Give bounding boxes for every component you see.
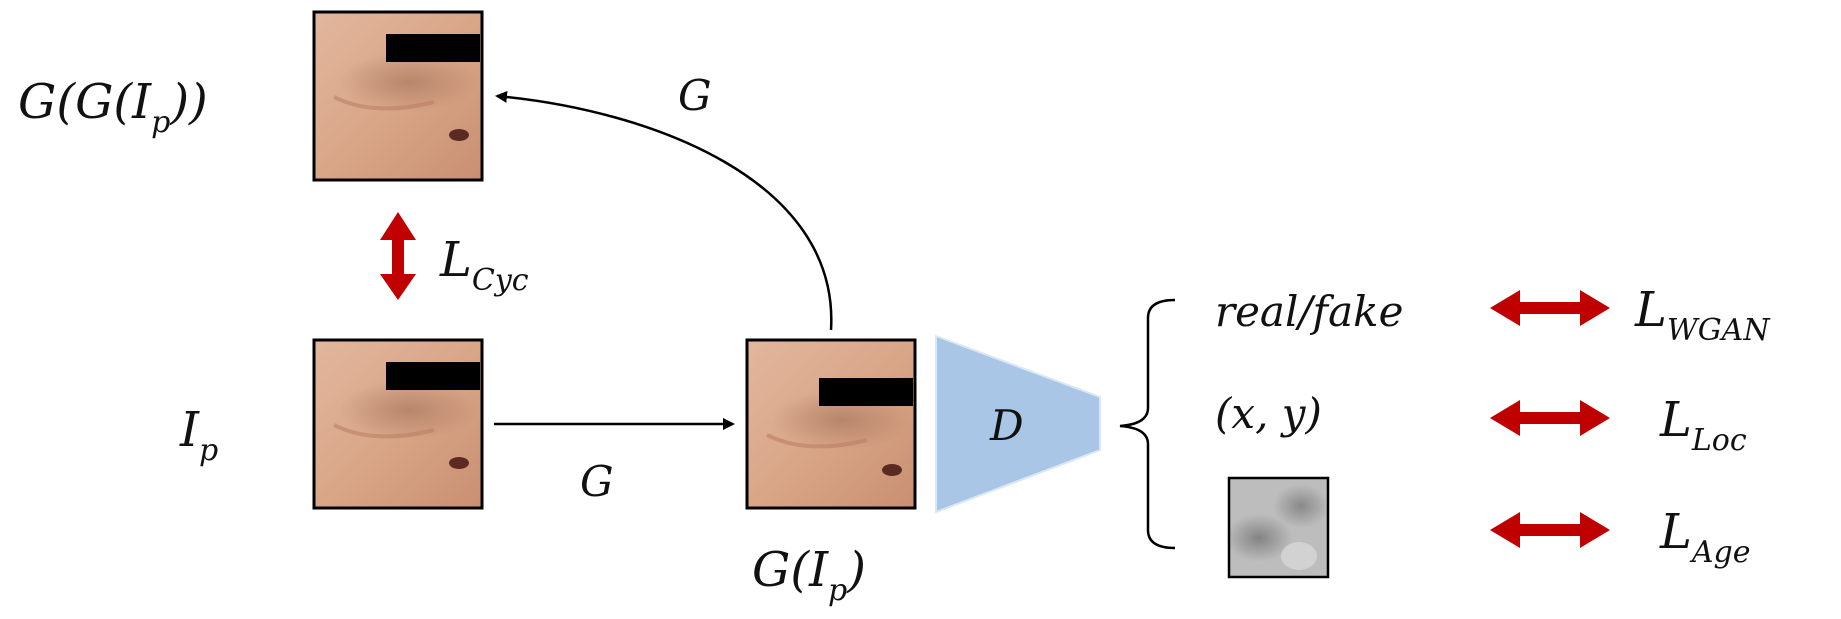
- censor-bar: [386, 34, 480, 62]
- discriminator-label: D: [989, 401, 1024, 450]
- censor-bar: [386, 362, 480, 390]
- cycle-face-image: [312, 10, 484, 182]
- forward-generator-label: G: [580, 457, 614, 506]
- wgan-loss-arrow: [1490, 290, 1610, 326]
- generated-image-label: G(Ip): [752, 542, 866, 608]
- cycle-image-label: G(G(Ip)): [18, 74, 208, 140]
- cycle-generator-label: G: [678, 71, 712, 120]
- censor-bar: [819, 378, 913, 406]
- loc-loss-arrow: [1490, 400, 1610, 436]
- cycle-loss-label: LCyc: [439, 232, 529, 298]
- wgan-loss-label: LWGAN: [1634, 282, 1771, 348]
- input-face-image: [312, 338, 484, 510]
- generated-face-image: [745, 338, 917, 510]
- loc-loss-label: LLoc: [1659, 392, 1747, 458]
- realfake-output-label: real/fake: [1215, 287, 1403, 336]
- input-image-label: Ip: [179, 402, 218, 468]
- age-loss-arrow: [1490, 512, 1610, 548]
- age-loss-label: LAge: [1659, 504, 1751, 570]
- cycle-generator-arrow: [495, 90, 833, 331]
- location-output-label: (x, y): [1215, 389, 1322, 438]
- output-brace: [1119, 298, 1176, 550]
- age-map-thumbnail: [1225, 476, 1330, 579]
- cycle-loss-arrow: [380, 212, 416, 300]
- discriminator-block: [935, 334, 1101, 514]
